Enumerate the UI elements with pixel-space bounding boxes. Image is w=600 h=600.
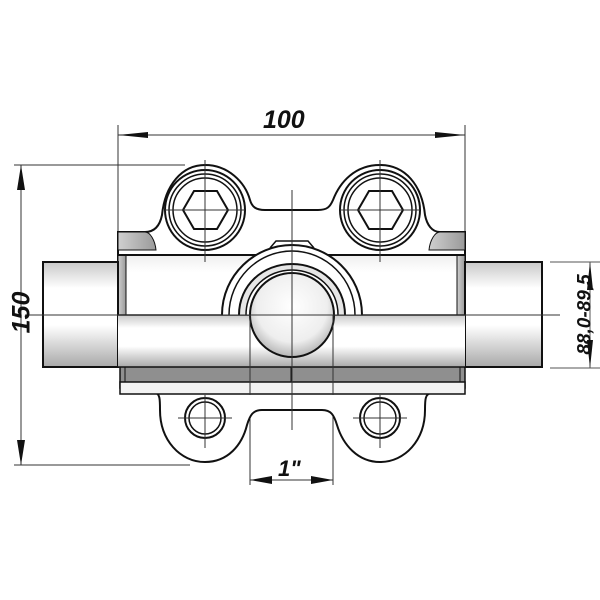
dimension-outlet-label: 1": [278, 456, 301, 481]
dimension-height-label: 150: [7, 291, 36, 334]
dimension-width: [117, 125, 466, 235]
dimension-pipe-od: [550, 261, 600, 369]
dimension-pipe-od-label: 88,0-89,5: [574, 274, 596, 355]
center-lines: [25, 160, 560, 448]
dimension-width-label: 100: [263, 106, 305, 134]
dimension-height: [14, 164, 190, 466]
